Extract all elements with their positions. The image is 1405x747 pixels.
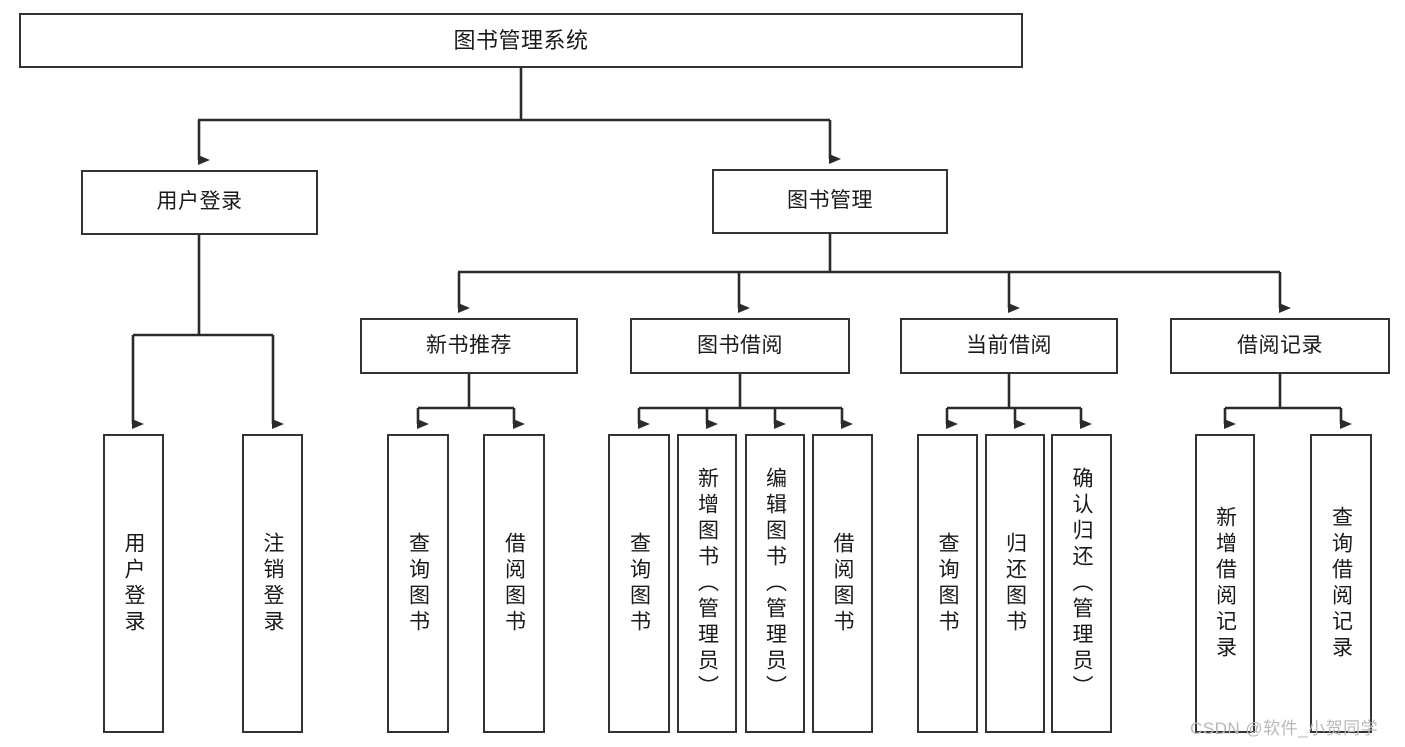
- node-leaf-query-book-2-label: 查询图书: [627, 531, 651, 636]
- node-user-login-label: 用户登录: [156, 190, 243, 214]
- node-leaf-borrow-book-2[interactable]: 借阅图书: [812, 434, 873, 733]
- node-new-book-recommend-label: 新书推荐: [426, 333, 512, 357]
- node-leaf-add-book[interactable]: 新增图书（管理员）: [677, 434, 737, 733]
- node-leaf-borrow-book-1[interactable]: 借阅图书: [483, 434, 545, 733]
- node-borrow-record-label: 借阅记录: [1237, 333, 1323, 357]
- node-leaf-borrow-book-1-label: 借阅图书: [502, 531, 526, 636]
- node-leaf-query-record[interactable]: 查询借阅记录: [1310, 434, 1372, 733]
- node-leaf-query-book-3[interactable]: 查询图书: [917, 434, 978, 733]
- node-current-borrow[interactable]: 当前借阅: [900, 318, 1118, 374]
- node-leaf-query-book-1-label: 查询图书: [406, 531, 430, 636]
- csdn-watermark: CSDN @软件_小贺同学: [1190, 719, 1379, 738]
- node-borrow-record[interactable]: 借阅记录: [1170, 318, 1390, 374]
- node-book-manage[interactable]: 图书管理: [712, 169, 948, 234]
- node-new-book-recommend[interactable]: 新书推荐: [360, 318, 578, 374]
- node-leaf-add-record-label: 新增借阅记录: [1213, 505, 1237, 662]
- node-leaf-user-login[interactable]: 用户登录: [103, 434, 164, 733]
- node-leaf-query-record-label: 查询借阅记录: [1329, 505, 1353, 662]
- node-leaf-edit-book-label: 编辑图书（管理员）: [763, 466, 787, 701]
- node-leaf-query-book-3-label: 查询图书: [936, 531, 959, 636]
- node-leaf-edit-book[interactable]: 编辑图书（管理员）: [745, 434, 805, 733]
- node-leaf-add-book-label: 新增图书（管理员）: [695, 466, 719, 701]
- node-leaf-user-logout-label: 注销登录: [261, 531, 284, 636]
- node-leaf-return-book[interactable]: 归还图书: [985, 434, 1045, 733]
- node-leaf-user-logout[interactable]: 注销登录: [242, 434, 303, 733]
- node-book-manage-label: 图书管理: [787, 189, 873, 213]
- node-current-borrow-label: 当前借阅: [966, 333, 1052, 357]
- node-leaf-add-record[interactable]: 新增借阅记录: [1195, 434, 1255, 733]
- node-leaf-confirm-return-label: 确认归还（管理员）: [1070, 466, 1093, 701]
- node-root[interactable]: 图书管理系统: [19, 13, 1023, 68]
- node-leaf-query-book-1[interactable]: 查询图书: [387, 434, 449, 733]
- node-root-label: 图书管理系统: [453, 27, 589, 53]
- node-book-borrow[interactable]: 图书借阅: [630, 318, 850, 374]
- node-leaf-borrow-book-2-label: 借阅图书: [831, 531, 854, 636]
- node-leaf-confirm-return[interactable]: 确认归还（管理员）: [1051, 434, 1112, 733]
- node-user-login[interactable]: 用户登录: [81, 170, 318, 235]
- node-leaf-return-book-label: 归还图书: [1003, 531, 1027, 636]
- node-book-borrow-label: 图书借阅: [697, 333, 783, 357]
- node-leaf-query-book-2[interactable]: 查询图书: [608, 434, 670, 733]
- node-leaf-user-login-label: 用户登录: [122, 531, 145, 636]
